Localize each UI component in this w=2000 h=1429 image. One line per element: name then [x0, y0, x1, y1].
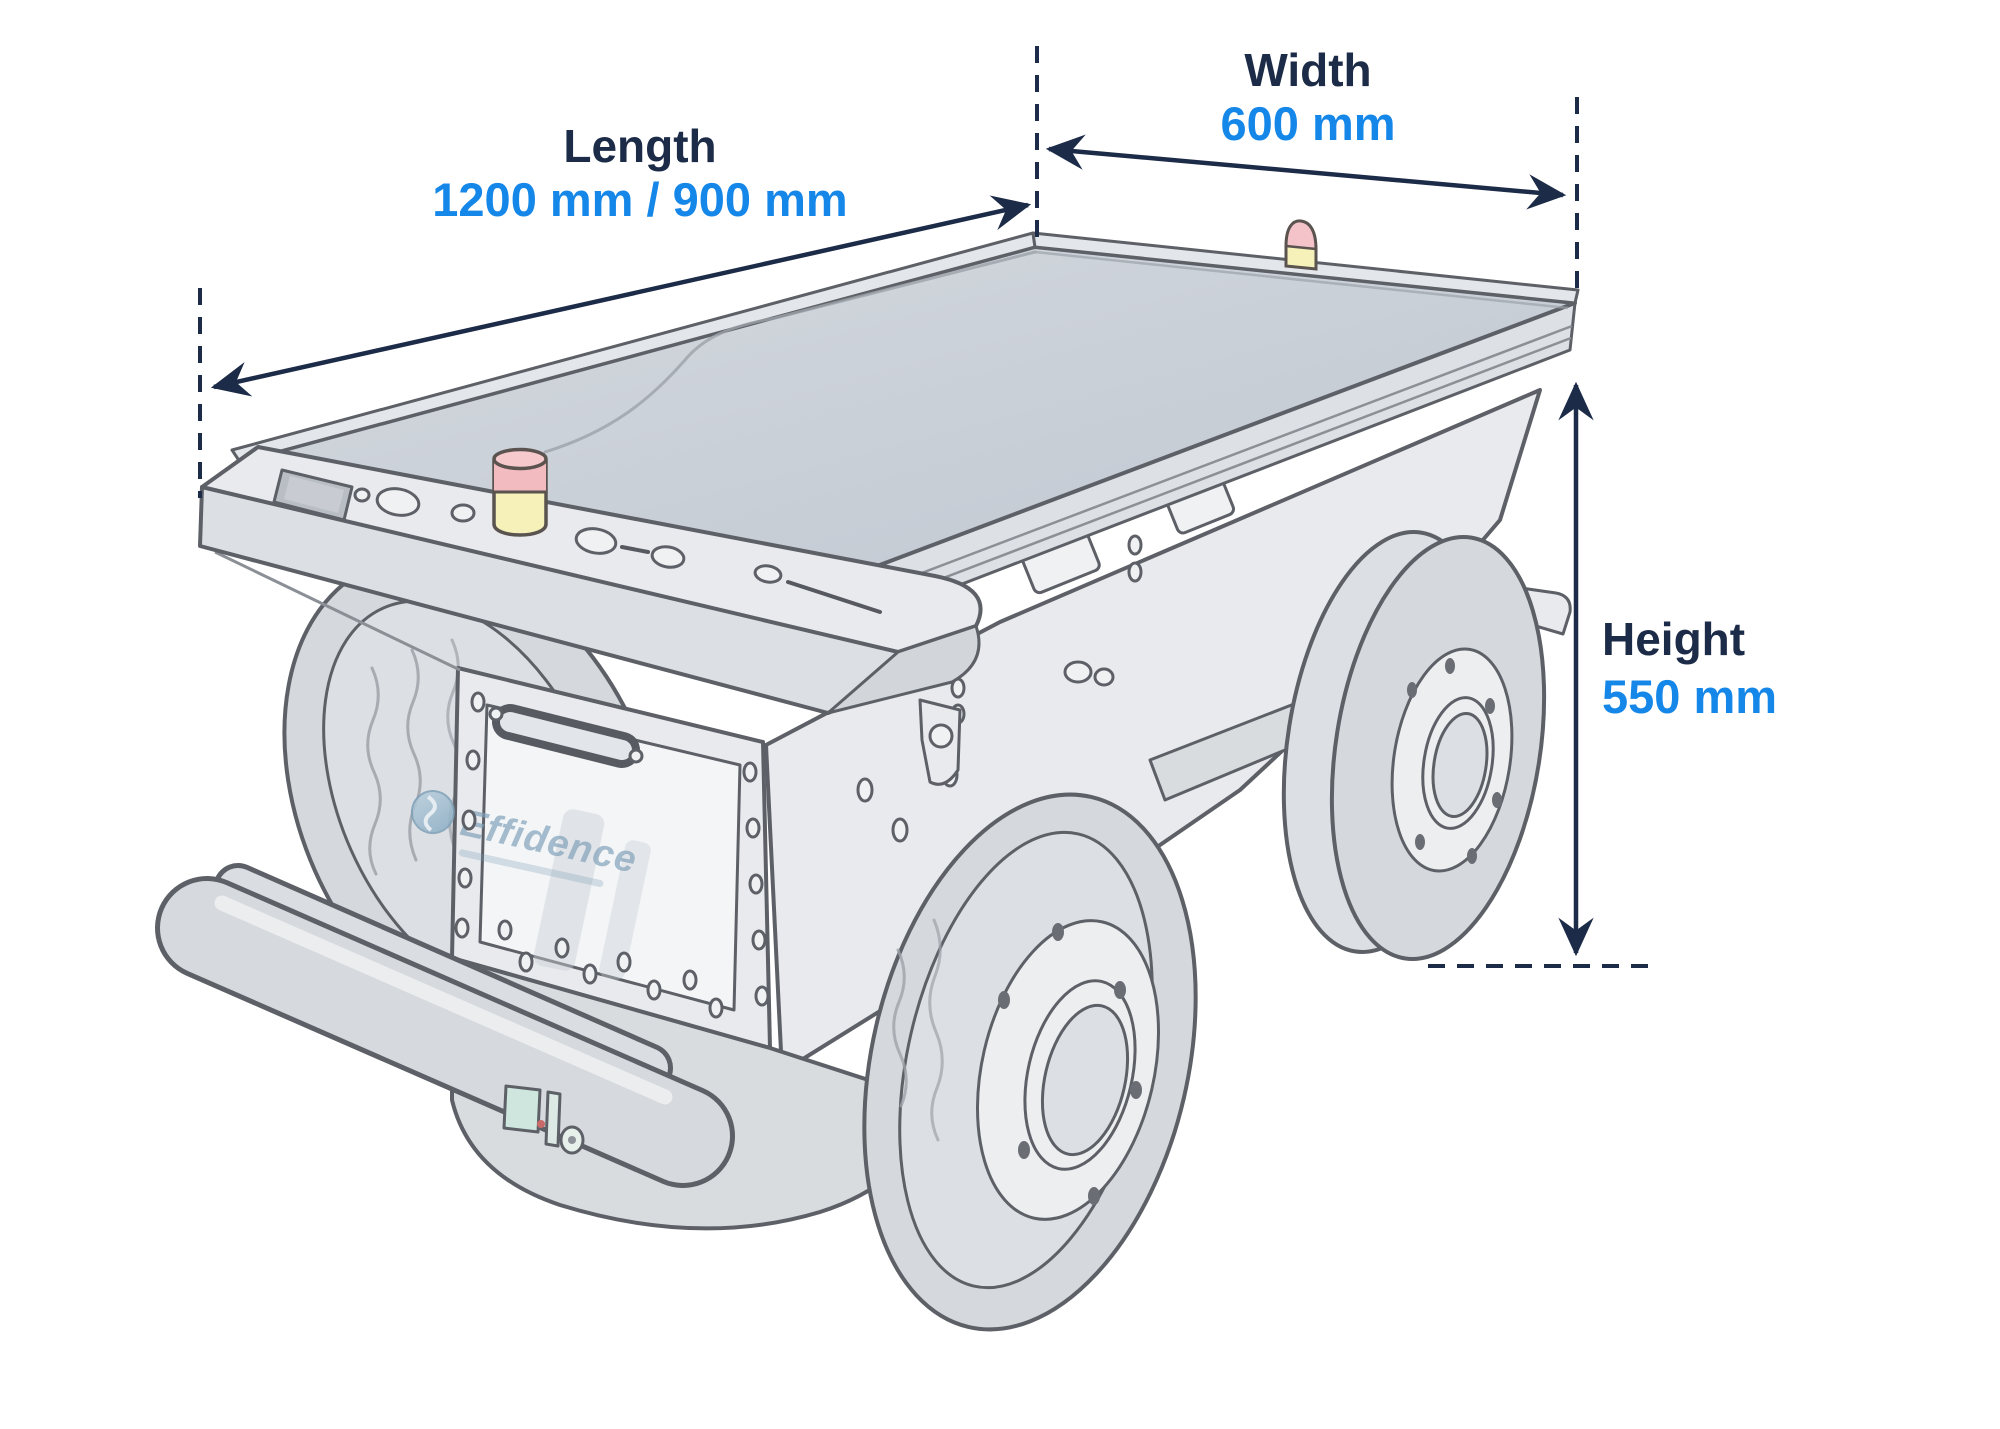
width-dimension: Width 600 mm: [1045, 44, 1579, 296]
front-beacon-light-icon: [492, 447, 548, 537]
panel-handle: [488, 704, 644, 768]
safety-sensor: [502, 1084, 585, 1155]
width-value: 600 mm: [1220, 97, 1395, 150]
panel-rivets: [454, 691, 770, 1019]
indicator-led: [353, 487, 371, 503]
control-panel-bar: [198, 445, 983, 786]
height-value: 550 mm: [1602, 670, 1777, 723]
width-label: Width: [1244, 44, 1371, 96]
rear-wheel: [1281, 530, 1547, 961]
power-button: [375, 487, 421, 517]
center-wheel: [862, 792, 1198, 1332]
control-display: [272, 468, 354, 522]
height-dimension: Height 550 mm: [1428, 381, 1777, 968]
length-dimension: Length 1200 mm / 900 mm: [198, 46, 1039, 498]
height-label: Height: [1602, 613, 1745, 665]
control-buttons: [574, 527, 882, 614]
length-arrow: [210, 195, 1032, 397]
key-switch: [450, 503, 476, 523]
bar-end-cap: [826, 624, 981, 715]
length-value: 1200 mm / 900 mm: [432, 173, 847, 226]
logo-plate: [478, 703, 742, 1012]
length-label: Length: [563, 120, 716, 172]
front-bumper: [155, 863, 735, 1188]
rear-beacon-light-icon: [1284, 219, 1318, 271]
side-latch-knob: [1063, 660, 1115, 687]
width-arrow: [1045, 134, 1567, 210]
logo-tagline-bar: [458, 849, 604, 887]
robot-illustration: Effidence: [155, 219, 1580, 1332]
front-panel: Effidence: [410, 666, 772, 1050]
